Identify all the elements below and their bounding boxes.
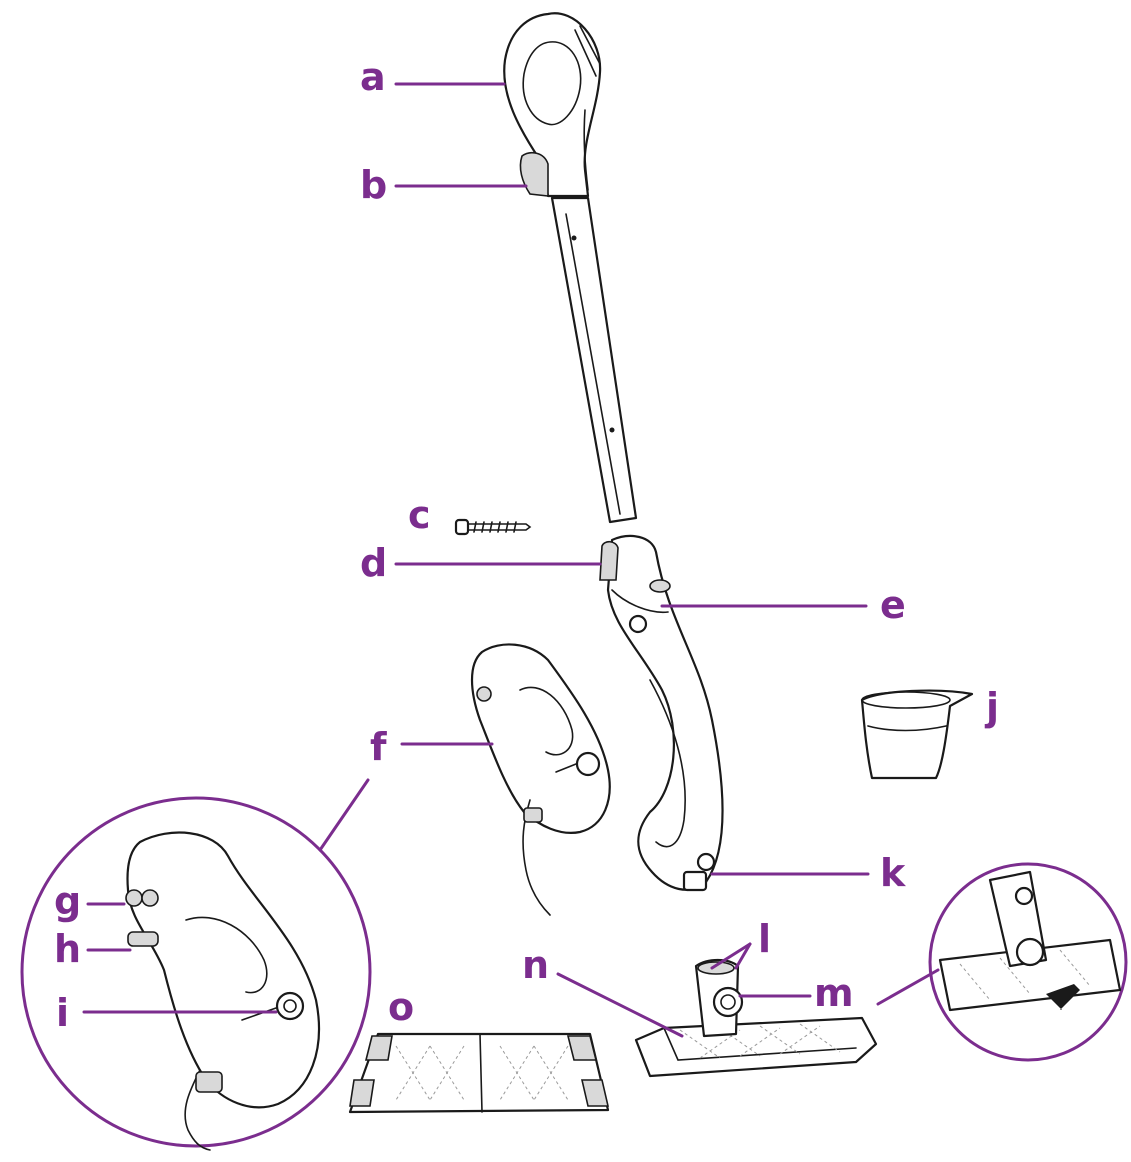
- label-o: o: [388, 985, 414, 1029]
- label-n: n: [522, 943, 549, 987]
- handle-grip: [503, 12, 602, 198]
- body-detail-callout: [20, 796, 372, 1151]
- leader-l-2: [734, 942, 752, 970]
- label-k: k: [880, 851, 906, 895]
- callout-connector-right: [876, 968, 940, 1006]
- mop-pad: [348, 1032, 610, 1114]
- mop-neck: [694, 958, 744, 1038]
- handle-trigger: [519, 151, 549, 197]
- screw: [454, 518, 532, 536]
- label-j: j: [984, 685, 999, 729]
- label-i: i: [56, 991, 69, 1035]
- label-l: l: [758, 917, 771, 961]
- label-f: f: [370, 725, 387, 769]
- label-c: c: [408, 493, 431, 537]
- leader-l-1: [710, 942, 752, 970]
- label-m: m: [814, 971, 854, 1015]
- steam-body: [471, 643, 611, 916]
- label-g: g: [54, 879, 81, 923]
- base-connector-button: [696, 852, 716, 872]
- mop-head: [634, 1016, 878, 1078]
- lower-handle-body: [606, 534, 724, 892]
- base-detail-callout: [928, 862, 1128, 1062]
- label-b: b: [360, 163, 387, 207]
- leader-n: [556, 972, 684, 1038]
- label-h: h: [54, 927, 81, 971]
- label-a: a: [360, 55, 386, 99]
- label-e: e: [880, 583, 906, 627]
- release-latch: [599, 540, 619, 581]
- callout-connector-left: [318, 778, 370, 852]
- measuring-cup: [860, 689, 974, 780]
- label-d: d: [360, 541, 387, 585]
- upper-pole: [550, 196, 638, 524]
